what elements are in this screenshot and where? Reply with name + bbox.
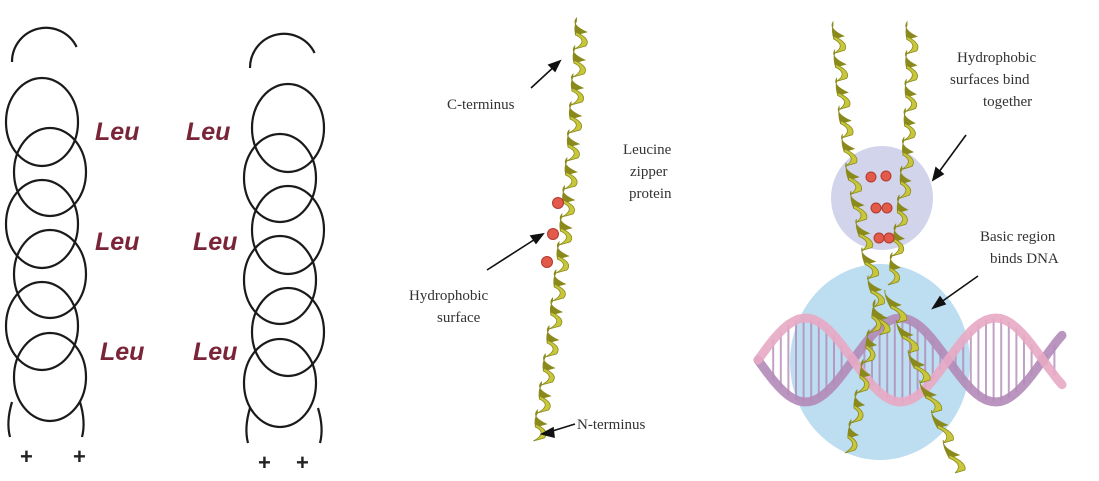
helix-turn: [834, 36, 846, 53]
helix-turn: [541, 368, 554, 385]
coil-tail: [8, 402, 12, 437]
helix-turn: [906, 65, 917, 82]
coil-loop: [14, 128, 86, 216]
coil-tail: [318, 408, 322, 443]
arrows-right: [933, 135, 978, 308]
coil-schematics: [6, 28, 324, 443]
protein-label-line1: Leucine: [623, 142, 672, 158]
binds-dna-line2: binds DNA: [990, 251, 1059, 267]
plus-sign-1: +: [20, 444, 33, 469]
arrow-bind-together: [936, 135, 966, 176]
plus-sign-2: +: [73, 444, 86, 469]
bind-together-line2: surfaces bind: [950, 72, 1030, 88]
residue-dot: [882, 203, 892, 213]
helix-turn: [575, 32, 588, 49]
helix-turn: [556, 256, 569, 273]
coil-hook: [12, 28, 77, 62]
coil-tail: [246, 408, 250, 443]
arrows-middle: [487, 61, 575, 437]
helix-turn: [567, 144, 580, 161]
leu-label-right-2: Leu: [193, 228, 237, 256]
residue-dot: [884, 233, 894, 243]
protein-label-line2: zipper: [630, 164, 667, 180]
arrow-head-icon: [531, 234, 543, 243]
bind-together-line3: together: [983, 94, 1032, 110]
residue-dot: [874, 233, 884, 243]
helix-turn: [549, 312, 562, 329]
helix-turn: [571, 88, 584, 105]
leu-label-right-3: Leu: [193, 338, 237, 366]
coil-loop: [244, 134, 316, 222]
helix-turn: [907, 36, 918, 53]
helix-turn: [905, 94, 916, 111]
leu-label-right-1: Leu: [186, 118, 230, 146]
helix-turn: [838, 92, 850, 109]
residue-dot: [866, 172, 876, 182]
helix-turn: [949, 455, 965, 473]
leu-label-left-3: Leu: [100, 338, 144, 366]
residue-dot-2: [548, 229, 559, 240]
hydrophobic-surface-line2: surface: [437, 310, 481, 326]
residue-dot: [881, 171, 891, 181]
coil-right: [244, 34, 324, 443]
leu-label-left-1: Leu: [95, 118, 139, 146]
helix-turn: [553, 284, 566, 301]
helix-turn: [569, 116, 582, 133]
residue-dot-1: [553, 198, 564, 209]
plus-sign-3: +: [258, 450, 271, 475]
helix-turn: [559, 228, 572, 245]
c-terminus-label: C-terminus: [447, 97, 515, 113]
coil-loop: [14, 333, 86, 421]
coil-loop: [244, 236, 316, 324]
arrow-hydrophobic: [487, 236, 540, 270]
binds-dna-line1: Basic region: [980, 229, 1056, 245]
residue-dot: [871, 203, 881, 213]
coil-tail: [80, 402, 84, 437]
helix-turn: [904, 123, 915, 140]
n-terminus-label: N-terminus: [577, 417, 645, 433]
single-helix-ribbon: [533, 18, 587, 441]
protein-label-line3: protein: [629, 186, 672, 202]
helix-turn: [836, 64, 848, 81]
plus-sign-4: +: [296, 450, 309, 475]
coil-left: [6, 28, 86, 437]
helix-turn: [545, 340, 558, 357]
helix-turn: [573, 60, 586, 77]
helix-strand: [533, 18, 587, 441]
coil-loop: [14, 230, 86, 318]
hydrophobic-surface-line1: Hydrophobic: [409, 288, 488, 304]
residue-dot-3: [542, 257, 553, 268]
leu-label-left-2: Leu: [95, 228, 139, 256]
helix-turn: [537, 396, 550, 413]
coil-loop: [244, 339, 316, 427]
bind-together-line1: Hydrophobic: [957, 50, 1036, 66]
coil-hook: [250, 34, 315, 68]
helix-turn: [564, 172, 577, 189]
